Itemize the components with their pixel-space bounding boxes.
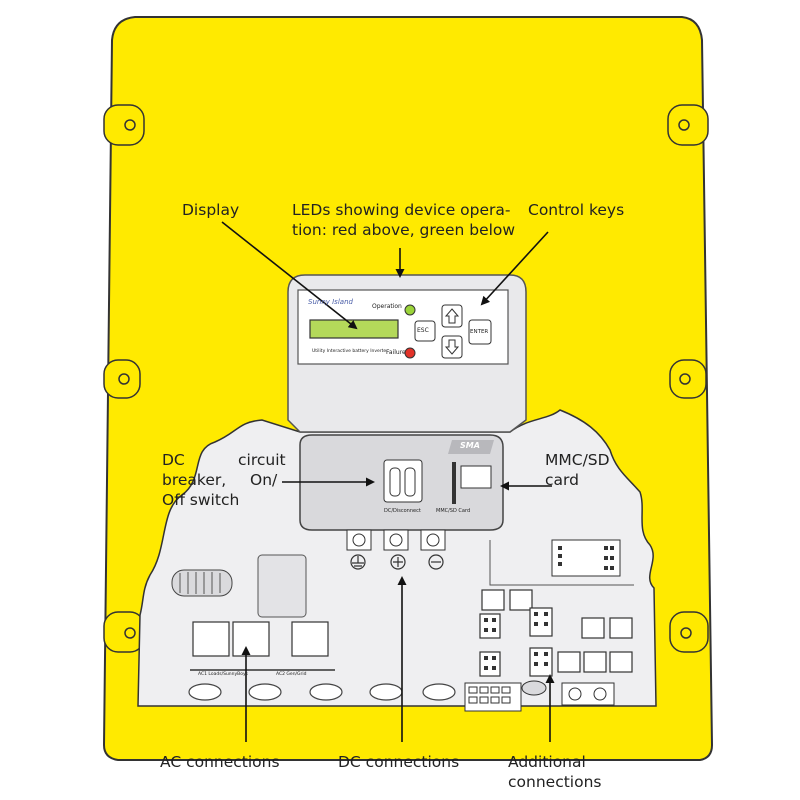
switch-lever-right [404, 467, 416, 497]
failure-led-label: Failure [386, 349, 406, 356]
esc-key[interactable] [414, 320, 436, 342]
label-dc-breaker-line1: DC [162, 451, 185, 469]
coil-lines [179, 572, 221, 594]
dc-disconnect-label: DC/Disconnect [384, 508, 421, 514]
label-dc-on: On/ [250, 471, 278, 489]
mmc-slot-label: MMC/SD Card [436, 508, 471, 514]
relay-contact-2 [593, 687, 607, 701]
lcd-display [309, 319, 399, 339]
dc-terminals [346, 529, 446, 551]
label-dc-breaker-line2: breaker, [162, 471, 227, 489]
brand-logo: Sunny Island [308, 298, 353, 306]
ac1-terminal-label: AC1 Loads/SunnyBoys [198, 672, 249, 677]
label-control-keys: Control keys [528, 201, 625, 219]
esc-key-label: ESC [417, 327, 429, 334]
board-pins [558, 546, 614, 570]
mounting-tabs [103, 104, 709, 653]
additional-connector-pins [484, 612, 548, 670]
communication-board [551, 539, 621, 577]
label-dc-circuit: circuit [238, 451, 286, 469]
cable-entries [188, 683, 456, 701]
label-additional-line1: Additional [508, 753, 586, 771]
label-ac-connections: AC connections [160, 753, 280, 771]
failure-led [404, 347, 416, 359]
screw-icons [118, 119, 692, 639]
arrow-control-keys [480, 231, 549, 306]
callout-arrows [221, 221, 555, 742]
label-additional-line2: connections [508, 773, 602, 791]
label-dc-connections: DC connections [338, 753, 460, 771]
sma-logo-badge [448, 440, 494, 454]
label-display: Display [182, 201, 240, 219]
label-leds-line2: tion: red above, green below [292, 221, 516, 239]
label-mmc-line1: MMC/SD [545, 451, 610, 469]
mmc-slot-bar [452, 462, 456, 504]
dc-terminal-symbols [350, 554, 444, 570]
internal-box [257, 554, 307, 618]
ac-terminal-blocks [192, 621, 329, 657]
arrow-up-icon [444, 308, 460, 324]
switch-lever-left [389, 467, 401, 497]
relay-contact-1 [568, 687, 582, 701]
label-leds-line1: LEDs showing device opera- [292, 201, 511, 219]
operation-led [404, 304, 416, 316]
label-dc-breaker-line3: Off switch [162, 491, 240, 509]
cable-gland-coil [171, 569, 233, 597]
arrow-display [221, 221, 358, 330]
panel-subtitle: Utility Interactive battery Inverter [312, 349, 389, 354]
additional-cable-gland [521, 680, 547, 696]
arrow-down-icon [444, 339, 460, 355]
sma-logo: SMA [460, 441, 480, 450]
label-mmc-line2: card [545, 471, 579, 489]
ac2-terminal-label: AC2 Gen/Grid [276, 672, 307, 677]
enter-key-label: ENTER [470, 329, 489, 335]
keypad-keys [468, 686, 511, 704]
mmc-card-icon [460, 465, 492, 489]
operation-led-label: Operation [372, 303, 402, 310]
board-outline [489, 540, 634, 586]
enter-key[interactable] [468, 319, 492, 345]
